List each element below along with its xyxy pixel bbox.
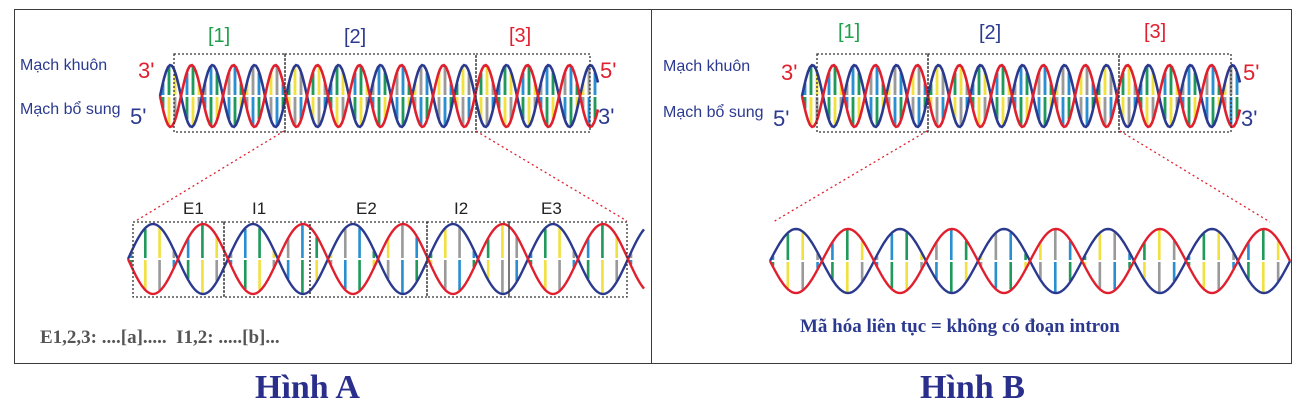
figure-b-caption: Mã hóa liên tục = không có đoạn intron: [800, 316, 1120, 337]
template-strand-label: Mạch khuôn: [20, 57, 107, 74]
figure-b-labels: [1] [2] [3] Mạch khuôn Mạch bổ sung 3' 5…: [663, 21, 1259, 337]
coding-end-left: 5': [130, 104, 146, 129]
dna-helices: [126, 53, 1292, 298]
gene-a-blue-strand: [158, 63, 600, 129]
segment-label-e1: E1: [183, 199, 204, 218]
region-b-label-1: [1]: [838, 21, 860, 43]
zoom-line-b-right: [1119, 130, 1271, 223]
intron-2-box: [426, 221, 510, 298]
figure-b-panel: [651, 9, 1292, 364]
region-b-label-2: [2]: [979, 22, 1001, 44]
zoom-line-b-left: [772, 130, 928, 223]
region-b-box-3: [1118, 53, 1232, 133]
template-end-left: 3': [138, 58, 154, 83]
zoom-line-a-right: [475, 130, 628, 222]
coding-end-right: 3': [598, 104, 614, 129]
template-strand-label-b: Mạch khuôn: [663, 58, 750, 75]
gene-b-blue-strand: [800, 63, 1242, 129]
figure-a-title: Hình A: [255, 369, 360, 406]
gene-b-red-strand: [800, 63, 1242, 129]
template-end-right: 5': [600, 58, 616, 83]
segment-label-e2: E2: [356, 199, 377, 218]
zoom-a-blue-strand: [126, 222, 645, 296]
region-a-box-1: [173, 53, 286, 133]
region-b-label-3: [3]: [1144, 21, 1166, 43]
zoom-line-a-left: [133, 130, 285, 223]
region-label-3: [3]: [509, 25, 531, 47]
coding-end-left-b: 5': [773, 106, 789, 131]
segment-label-i1: I1: [252, 199, 266, 218]
coding-end-right-b: 3': [1241, 106, 1257, 131]
figure-a-labels: [1] [2] [3] Mạch khuôn Mạch bổ sung 3' 5…: [20, 25, 616, 348]
region-label-2: [2]: [344, 26, 366, 48]
intron-1-box: [223, 221, 311, 298]
region-b-box-1: [816, 53, 929, 133]
region-a-box-3: [475, 53, 591, 133]
template-end-left-b: 3': [781, 60, 797, 85]
gene-a-red-strand: [158, 63, 600, 129]
template-end-right-b: 5': [1243, 60, 1259, 85]
figure-b-title: Hình B: [920, 369, 1025, 406]
zoom-b-red-strand: [768, 227, 1292, 295]
segment-label-i2: I2: [454, 199, 468, 218]
zoom-a-red-strand: [126, 222, 645, 296]
coding-strand-label: Mạch bổ sung: [20, 100, 121, 118]
exon-3-box: [508, 221, 628, 298]
segment-label-e3: E3: [541, 199, 562, 218]
region-label-1: [1]: [208, 25, 230, 47]
coding-strand-label-b: Mạch bổ sung: [663, 103, 764, 121]
figure-a-caption: E1,2,3: ....[a]..... I1,2: .....[b]...: [40, 327, 280, 348]
